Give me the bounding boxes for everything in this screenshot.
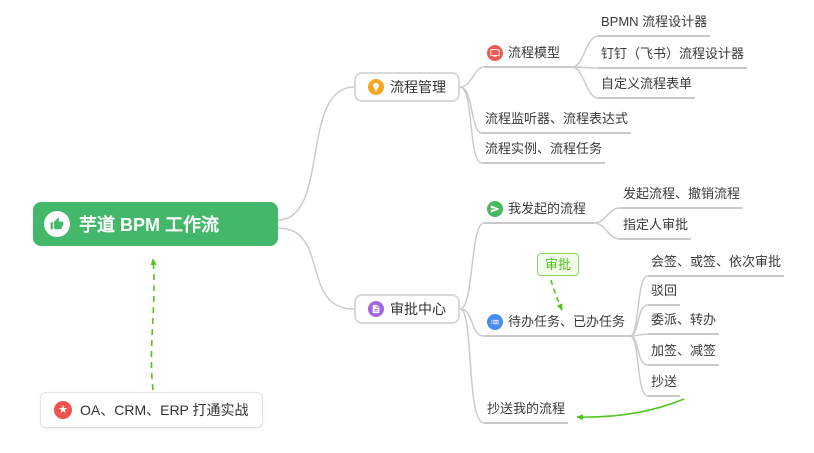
cc-arrow — [576, 398, 685, 421]
branch-process-management[interactable]: 流程管理 — [354, 72, 460, 102]
node-dingtalk-designer[interactable]: 钉钉（飞书）流程设计器 — [598, 46, 748, 69]
node-label: 流程管理 — [390, 79, 446, 95]
node-process-model[interactable]: 流程模型 — [484, 45, 572, 68]
node-label: 委派、转办 — [651, 312, 717, 327]
node-bpmn-designer[interactable]: BPMN 流程设计器 — [598, 14, 711, 37]
lightbulb-icon — [368, 79, 384, 95]
node-assignee-approve[interactable]: 指定人审批 — [620, 217, 692, 240]
note-label: OA、CRM、ERP 打通实战 — [80, 402, 249, 418]
note-practice[interactable]: ★ OA、CRM、ERP 打通实战 — [40, 392, 263, 428]
branch-approval-center[interactable]: 审批中心 — [354, 294, 460, 324]
node-start-cancel-process[interactable]: 发起流程、撤销流程 — [620, 186, 744, 209]
node-label: 流程监听器、流程表达式 — [485, 111, 629, 126]
node-label: 审批中心 — [390, 301, 446, 317]
approve-arrow — [550, 279, 563, 311]
node-label: 流程模型 — [508, 45, 561, 60]
node-label: BPMN 流程设计器 — [601, 14, 708, 29]
node-label: 钉钉（飞书）流程设计器 — [601, 46, 745, 61]
node-delegate-transfer[interactable]: 委派、转办 — [648, 312, 720, 335]
star-icon: ★ — [54, 401, 72, 419]
root-node[interactable]: 芋道 BPM 工作流 — [33, 202, 278, 246]
node-cc-my-process[interactable]: 抄送我的流程 — [484, 401, 569, 424]
node-label: 待办任务、已办任务 — [508, 314, 626, 329]
badge-label: 审批 — [545, 257, 572, 272]
node-cc[interactable]: 抄送 — [648, 374, 681, 397]
approve-badge[interactable]: 审批 — [537, 253, 580, 276]
node-todo-done-tasks[interactable]: 待办任务、已办任务 — [484, 314, 630, 337]
node-label: 我发起的流程 — [508, 201, 587, 216]
thumbs-up-icon — [44, 211, 70, 237]
node-custom-form[interactable]: 自定义流程表单 — [598, 76, 696, 99]
node-label: 会签、或签、依次审批 — [651, 254, 782, 269]
node-label: 流程实例、流程任务 — [485, 141, 603, 156]
practice-arrow — [150, 258, 157, 391]
node-reject[interactable]: 驳回 — [648, 283, 681, 306]
node-label: 加签、减签 — [651, 343, 717, 358]
node-label: 抄送 — [651, 374, 678, 389]
send-icon — [487, 201, 503, 217]
node-listener-expression[interactable]: 流程监听器、流程表达式 — [482, 111, 632, 134]
node-countersign[interactable]: 会签、或签、依次审批 — [648, 254, 785, 277]
tasks-icon — [487, 314, 503, 330]
tree-connectors — [277, 35, 649, 424]
root-label: 芋道 BPM 工作流 — [79, 215, 220, 235]
node-my-initiated-process[interactable]: 我发起的流程 — [484, 201, 594, 224]
document-icon — [368, 301, 384, 317]
node-label: 自定义流程表单 — [601, 76, 693, 91]
node-label: 抄送我的流程 — [487, 401, 566, 416]
node-add-remove-sign[interactable]: 加签、减签 — [648, 343, 720, 366]
monitor-icon — [487, 45, 503, 61]
node-instance-task[interactable]: 流程实例、流程任务 — [482, 141, 606, 164]
node-label: 指定人审批 — [623, 217, 689, 232]
node-label: 发起流程、撤销流程 — [623, 186, 741, 201]
node-label: 驳回 — [651, 283, 678, 298]
